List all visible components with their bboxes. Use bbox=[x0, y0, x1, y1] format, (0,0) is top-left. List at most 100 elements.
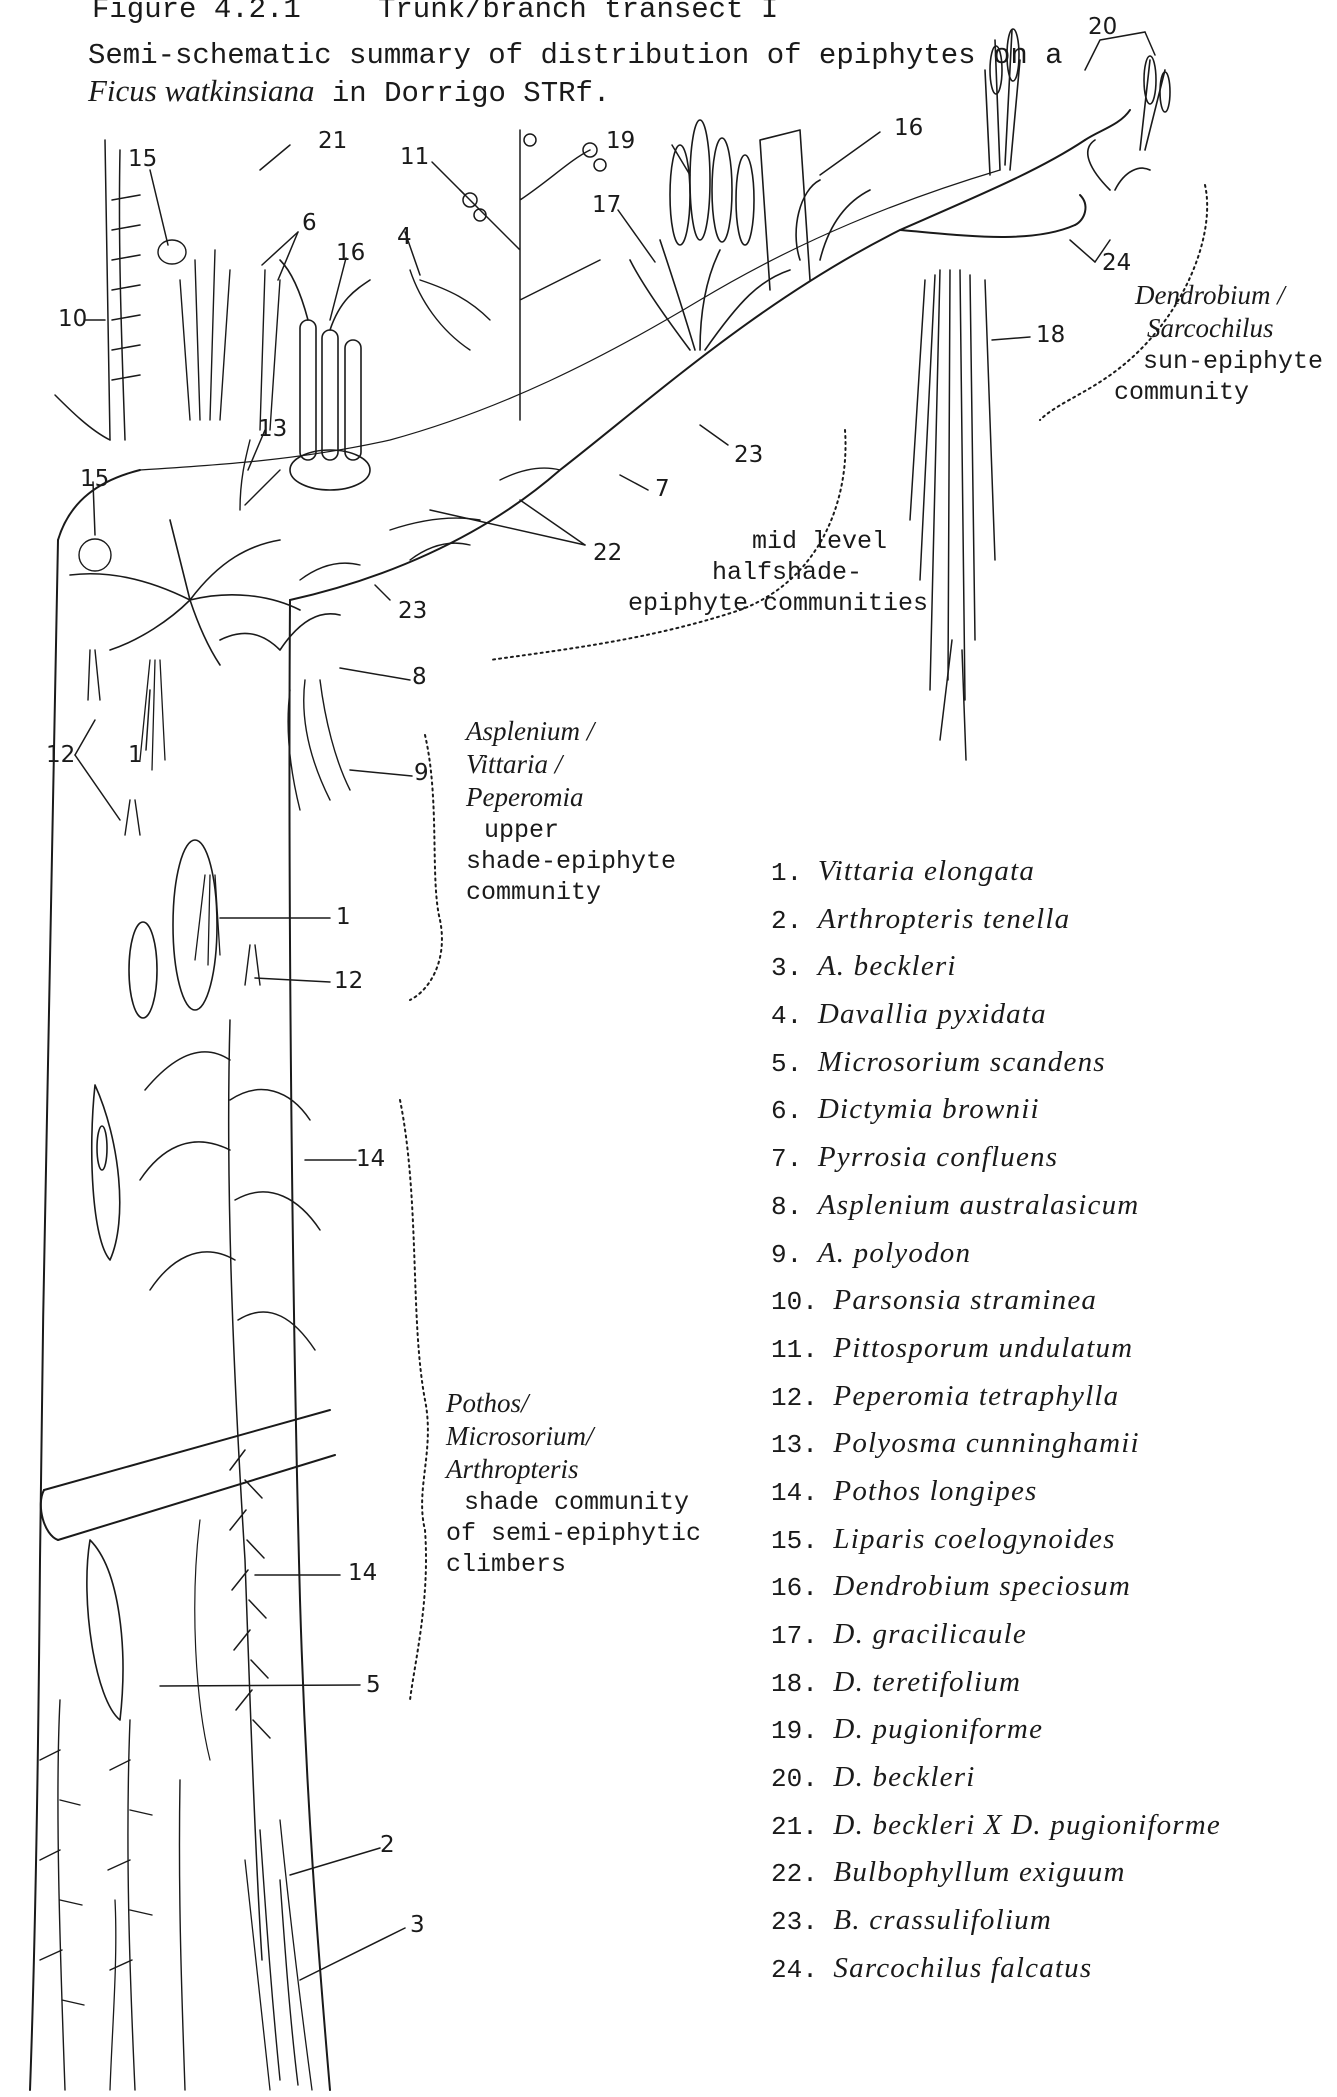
callout-7: 7 bbox=[655, 478, 670, 501]
legend-number: 22. bbox=[771, 1859, 818, 1889]
callout-14-lower: 14 bbox=[348, 1562, 377, 1585]
callout-17: 17 bbox=[592, 194, 621, 217]
callout-6: 6 bbox=[302, 212, 317, 235]
legend-species-name: D. pugioniforme bbox=[833, 1713, 1043, 1745]
sun-community-line-1: Dendrobium / bbox=[1135, 280, 1285, 310]
upper-community-line-3: Peperomia bbox=[466, 782, 583, 812]
teretifolium-hanging bbox=[910, 270, 995, 760]
callout-4: 4 bbox=[397, 226, 412, 249]
dictymia-6 bbox=[180, 250, 280, 430]
legend-item: 24. Sarcochilus falcatus bbox=[771, 1945, 1221, 1993]
legend-species-name: Dictymia brownii bbox=[818, 1093, 1040, 1125]
legend-species-name: Davallia pyxidata bbox=[818, 998, 1047, 1030]
callout-22: 22 bbox=[593, 542, 622, 565]
legend-item: 12. Peperomia tetraphylla bbox=[771, 1373, 1221, 1421]
legend-item: 7. Pyrrosia confluens bbox=[771, 1134, 1221, 1182]
legend-number: 12. bbox=[771, 1383, 818, 1413]
sun-community-line-2: Sarcochilus bbox=[1147, 313, 1273, 343]
legend-species-name: Vittaria elongata bbox=[818, 855, 1035, 887]
legend-item: 15. Liparis coelogynoides bbox=[771, 1516, 1221, 1564]
legend-number: 5. bbox=[771, 1049, 802, 1079]
legend-species-name: Asplenium australasicum bbox=[818, 1189, 1140, 1221]
callout-23-upper: 23 bbox=[734, 444, 763, 467]
callout-16-left: 16 bbox=[336, 242, 365, 265]
legend-number: 1. bbox=[771, 858, 802, 888]
shade-community-line-4: shade community bbox=[464, 1487, 701, 1518]
legend-number: 11. bbox=[771, 1335, 818, 1365]
shade-community-line-2: Microsorium/ bbox=[446, 1421, 594, 1451]
legend-number: 14. bbox=[771, 1478, 818, 1508]
sun-community-line-3: sun-epiphyte bbox=[1143, 346, 1323, 377]
legend-item: 6. Dictymia brownii bbox=[771, 1086, 1221, 1134]
pittosporum-11 bbox=[460, 130, 606, 420]
legend-number: 3. bbox=[771, 953, 802, 983]
mid-community-line-2: halfshade- bbox=[712, 557, 928, 588]
legend-species-name: D. beckleri bbox=[833, 1761, 975, 1793]
upper-community-line-5: shade-epiphyte bbox=[466, 846, 676, 877]
shade-community-line-6: climbers bbox=[446, 1549, 701, 1580]
callout-16-right: 16 bbox=[894, 117, 923, 140]
legend-item: 13. Polyosma cunninghamii bbox=[771, 1420, 1221, 1468]
upper-community-label: Asplenium / Vittaria / Peperomia upper s… bbox=[466, 716, 676, 908]
callout-20: 20 bbox=[1088, 16, 1117, 39]
callout-13: 13 bbox=[258, 418, 287, 441]
callout-15-lower: 15 bbox=[80, 468, 109, 491]
legend-number: 21. bbox=[771, 1812, 818, 1842]
callout-19: 19 bbox=[606, 130, 635, 153]
legend-species-name: Pothos longipes bbox=[833, 1475, 1037, 1507]
legend-species-name: A. beckleri bbox=[818, 950, 957, 982]
legend-number: 10. bbox=[771, 1287, 818, 1317]
legend-number: 13. bbox=[771, 1430, 818, 1460]
legend-number: 6. bbox=[771, 1096, 802, 1126]
figure-description-line-2: Ficus watkinsiana in Dorrigo STRf. bbox=[88, 74, 610, 109]
legend-item: 21. D. beckleri X D. pugioniforme bbox=[771, 1802, 1221, 1850]
host-species-name: Ficus watkinsiana bbox=[88, 73, 314, 108]
legend-item: 4. Davallia pyxidata bbox=[771, 991, 1221, 1039]
legend-species-name: Bulbophyllum exiguum bbox=[833, 1856, 1125, 1888]
callout-24: 24 bbox=[1102, 252, 1131, 275]
callout-3: 3 bbox=[410, 1914, 425, 1937]
callout-15-top: 15 bbox=[128, 148, 157, 171]
figure-label: Figure 4.2.1 bbox=[92, 0, 301, 25]
sun-community-line-4: community bbox=[1114, 377, 1323, 408]
callout-21: 21 bbox=[318, 130, 347, 153]
legend-species-name: Polyosma cunninghamii bbox=[833, 1427, 1139, 1459]
legend-species-name: Pittosporum undulatum bbox=[833, 1332, 1133, 1364]
mid-community-line-3: epiphyte communities bbox=[628, 588, 928, 619]
callout-1-lower: 1 bbox=[336, 906, 351, 929]
climbing-ferns-2-3-5 bbox=[40, 1700, 298, 2090]
legend-item: 9. A. polyodon bbox=[771, 1230, 1221, 1278]
legend-item: 5. Microsorium scandens bbox=[771, 1039, 1221, 1087]
legend-number: 18. bbox=[771, 1669, 818, 1699]
polyodon-9 bbox=[288, 680, 350, 810]
legend-species-name: B. crassulifolium bbox=[833, 1904, 1052, 1936]
legend-item: 2. Arthropteris tenella bbox=[771, 896, 1221, 944]
bark-scars bbox=[87, 840, 217, 1760]
legend-number: 20. bbox=[771, 1764, 818, 1794]
legend-item: 18. D. teretifolium bbox=[771, 1659, 1221, 1707]
parsonsia-10 bbox=[55, 140, 140, 440]
upper-community-line-1: Asplenium / bbox=[466, 716, 594, 746]
legend-number: 7. bbox=[771, 1144, 802, 1174]
callout-14-upper: 14 bbox=[356, 1148, 385, 1171]
legend-item: 14. Pothos longipes bbox=[771, 1468, 1221, 1516]
callout-23-lower: 23 bbox=[398, 600, 427, 623]
legend-number: 8. bbox=[771, 1192, 802, 1222]
callout-12-upper: 12 bbox=[46, 744, 75, 767]
legend-item: 20. D. beckleri bbox=[771, 1754, 1221, 1802]
legend-item: 23. B. crassulifolium bbox=[771, 1897, 1221, 1945]
pothos-14 bbox=[140, 1020, 320, 1960]
bulbophyllum-22-23 bbox=[300, 468, 560, 580]
mid-community-label: mid level halfshade- epiphyte communitie… bbox=[628, 526, 928, 619]
legend-item: 11. Pittosporum undulatum bbox=[771, 1325, 1221, 1373]
legend-number: 23. bbox=[771, 1907, 818, 1937]
legend-number: 19. bbox=[771, 1716, 818, 1746]
legend-species-name: Pyrrosia confluens bbox=[818, 1141, 1058, 1173]
species-legend: 1. Vittaria elongata 2. Arthropteris tene… bbox=[771, 848, 1221, 1993]
legend-species-name: A. polyodon bbox=[818, 1237, 971, 1269]
callout-8: 8 bbox=[412, 666, 427, 689]
vittaria-1 bbox=[140, 660, 220, 965]
callout-5: 5 bbox=[366, 1674, 381, 1697]
legend-species-name: D. beckleri X D. pugioniforme bbox=[833, 1809, 1221, 1841]
legend-number: 17. bbox=[771, 1621, 818, 1651]
